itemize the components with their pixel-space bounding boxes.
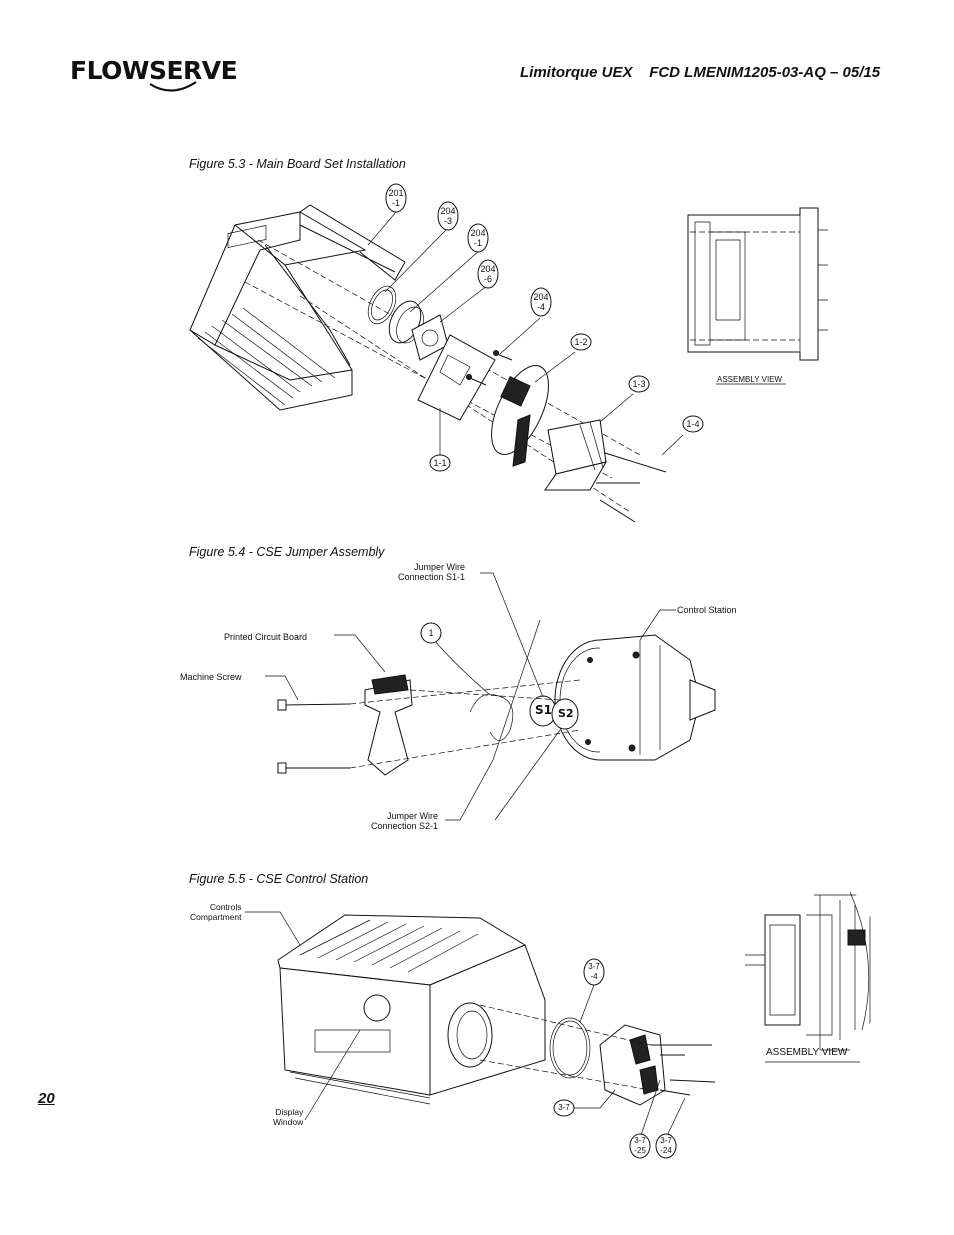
flowserve-logo: FLOWSERVE: [70, 56, 238, 85]
callout-3-7: 3-7: [558, 1103, 570, 1112]
assembly-view-label-5-3: ASSEMBLY VIEW: [717, 375, 783, 384]
document-header: Limitorque UEX FCD LMENIM1205-03-AQ – 05…: [520, 64, 880, 81]
page-number: 20: [38, 1090, 55, 1107]
label-jumper-s2: Jumper Wire Connection S2-1: [371, 811, 439, 831]
product-name: Limitorque UEX: [520, 64, 633, 81]
figure-5-4-caption: Figure 5.4 - CSE Jumper Assembly: [189, 545, 385, 559]
callout-204-3: 204 -3: [440, 206, 456, 226]
callout-1: 1: [428, 628, 434, 638]
label-display-window: Display Window: [273, 1107, 304, 1127]
callout-1-1: 1-1: [433, 458, 447, 468]
callout-204-6: 204 -6: [480, 264, 496, 284]
figure-5-5-caption: Figure 5.5 - CSE Control Station: [189, 872, 369, 886]
figure-5-3-caption: Figure 5.3 - Main Board Set Installation: [189, 157, 406, 171]
label-machine-screw: Machine Screw: [180, 672, 242, 682]
terminal-s2: S2: [558, 707, 574, 720]
callout-1-4: 1-4: [686, 419, 700, 429]
label-printed-circuit-board: Printed Circuit Board: [224, 632, 308, 642]
callout-204-4: 204 -4: [533, 292, 549, 312]
callout-3-7-24: 3-7 -24: [660, 1136, 672, 1155]
document-code: FCD LMENIM1205-03-AQ – 05/15: [649, 64, 881, 81]
callout-3-7-4: 3-7 -4: [588, 962, 600, 981]
label-control-station: Control Station: [677, 605, 737, 615]
callout-201-1: 201 -1: [388, 188, 404, 208]
callout-1-2: 1-2: [574, 337, 588, 347]
label-jumper-s1: Jumper Wire Connection S1-1: [398, 562, 466, 582]
callout-1-3: 1-3: [632, 379, 646, 389]
label-controls-compartment: Controls Compartment: [190, 902, 242, 922]
callout-3-7-25: 3-7 -25: [634, 1136, 646, 1155]
callout-204-1: 204 -1: [470, 228, 486, 248]
terminal-s1: S1: [535, 703, 552, 717]
assembly-view-label-5-5: ASSEMBLY VIEW: [766, 1047, 848, 1058]
